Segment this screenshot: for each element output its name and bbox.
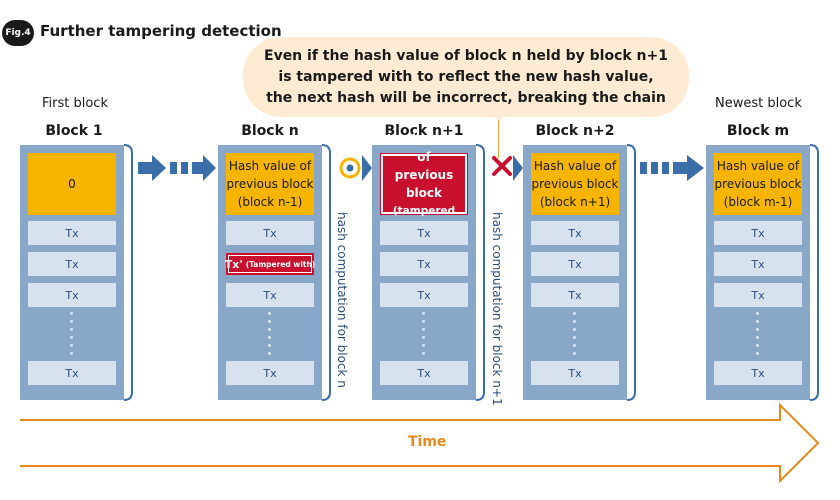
tx-cell: Tx bbox=[531, 283, 619, 307]
tampered-hash-cell: Hash value of previous block (tampered w… bbox=[380, 132, 468, 235]
block-label-n: Block n bbox=[241, 123, 299, 139]
block-n1: Hash value of previous block (tampered w… bbox=[372, 132, 476, 400]
callout-leader-line bbox=[498, 120, 499, 158]
ellipsis-dots bbox=[70, 312, 74, 360]
block-1: 0 Tx Tx Tx Tx bbox=[20, 145, 124, 400]
arrow-1-to-n bbox=[138, 155, 216, 181]
tx-cell: Tx bbox=[28, 221, 116, 245]
prev-hash-cell: Hash value of previous block (block n+1) bbox=[531, 153, 619, 215]
ok-circle-icon bbox=[339, 157, 361, 179]
arrow-n2-to-m bbox=[640, 155, 704, 181]
block-n: Hash value of previous block (block n-1)… bbox=[218, 145, 322, 400]
tx-cell: Tx bbox=[531, 361, 619, 385]
caption-first-block: First block bbox=[42, 96, 108, 111]
figure-badge: Fig.4 bbox=[2, 20, 34, 46]
tx-cell: Tx bbox=[28, 252, 116, 276]
tx-cell: Tx bbox=[714, 361, 802, 385]
tampered-tx-cell: Tx' (Tampered with) bbox=[225, 253, 315, 275]
tx-cell: Tx bbox=[714, 283, 802, 307]
figure-title: Further tampering detection bbox=[40, 22, 282, 40]
tx-cell: Tx bbox=[380, 252, 468, 276]
tx-cell: Tx bbox=[28, 283, 116, 307]
arrow-n1-to-n2 bbox=[513, 155, 523, 181]
broken-chain-x-icon bbox=[492, 156, 512, 176]
block-label-n2: Block n+2 bbox=[535, 123, 615, 139]
hash-computation-label-n: hash computation for block n bbox=[335, 212, 349, 388]
ellipsis-dots bbox=[573, 312, 577, 360]
callout-line-2: is tampered with to reflect the new hash… bbox=[278, 68, 654, 85]
tx-cell: Tx bbox=[226, 361, 314, 385]
genesis-hash-cell: 0 bbox=[28, 153, 116, 215]
tx-cell: Tx bbox=[28, 361, 116, 385]
ellipsis-dots bbox=[422, 312, 426, 360]
callout-line-3: the next hash will be incorrect, breakin… bbox=[266, 89, 666, 106]
block-label-m: Block m bbox=[726, 123, 790, 139]
tx-cell: Tx bbox=[226, 283, 314, 307]
callout-line-1: Even if the hash value of block n held b… bbox=[264, 47, 668, 64]
tx-cell: Tx bbox=[380, 283, 468, 307]
block-n2: Hash value of previous block (block n+1)… bbox=[523, 145, 627, 400]
bracket-block-1 bbox=[123, 144, 133, 401]
prev-hash-cell: Hash value of previous block (block m-1) bbox=[714, 153, 802, 215]
tx-cell: Tx bbox=[714, 221, 802, 245]
block-brackets bbox=[123, 144, 819, 401]
prev-hash-cell: Hash value of previous block (block n-1) bbox=[226, 153, 314, 215]
ellipsis-dots bbox=[268, 312, 272, 360]
ellipsis-dots bbox=[756, 312, 760, 360]
bracket-block-n1 bbox=[475, 144, 485, 401]
block-m: Hash value of previous block (block m-1)… bbox=[706, 145, 810, 400]
callout-pointer bbox=[493, 114, 505, 123]
arrow-n-to-n1 bbox=[362, 155, 372, 181]
block-label-1: Block 1 bbox=[45, 123, 103, 139]
tx-cell: Tx bbox=[380, 221, 468, 245]
tx-cell: Tx bbox=[380, 361, 468, 385]
time-label: Time bbox=[408, 434, 447, 450]
tx-cell: Tx bbox=[531, 252, 619, 276]
tx-cell: Tx bbox=[714, 252, 802, 276]
caption-newest-block: Newest block bbox=[715, 96, 802, 111]
callout-bubble: Even if the hash value of block n held b… bbox=[243, 37, 689, 117]
bracket-block-n2 bbox=[626, 144, 636, 401]
tx-cell: Tx bbox=[531, 221, 619, 245]
hash-computation-label-n1: hash computation for block n+1 bbox=[490, 212, 504, 406]
tx-cell: Tx bbox=[226, 221, 314, 245]
bracket-block-m bbox=[809, 144, 819, 401]
bracket-block-n bbox=[321, 144, 331, 401]
time-arrow bbox=[20, 402, 820, 484]
block-label-n1: Block n+1 bbox=[384, 123, 464, 139]
